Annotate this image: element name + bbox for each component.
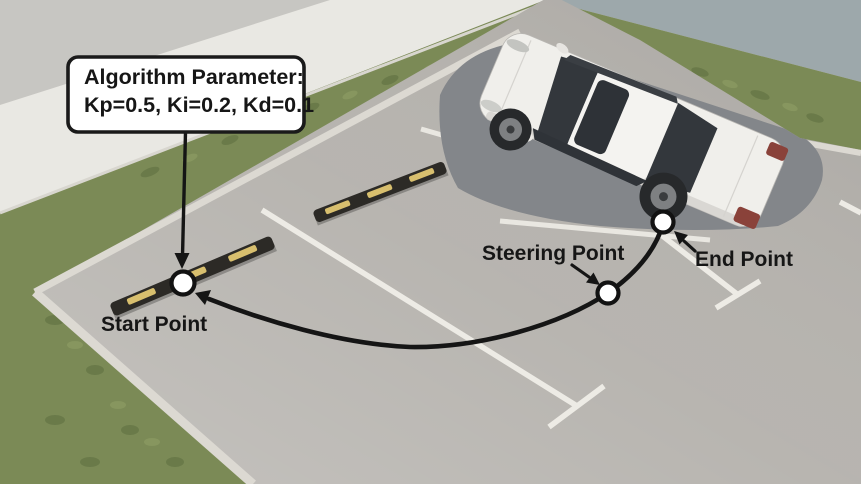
- label-start-point: Start Point: [101, 313, 207, 336]
- callout-leader-line: [180, 131, 188, 257]
- car-taillight-far: [766, 142, 789, 161]
- bay-line-right: [658, 231, 739, 297]
- car-sunroof: [574, 80, 630, 155]
- steering-label-arrow: [570, 263, 591, 279]
- end-label-arrowhead: [674, 231, 688, 245]
- bay-line-left-cap: [547, 383, 606, 430]
- bay-line-right-cap: [714, 278, 762, 311]
- car: [479, 33, 789, 229]
- callout-box: [66, 55, 306, 134]
- callout-title: Algorithm Parameter:: [84, 65, 304, 89]
- trajectory-arrowhead: [195, 290, 211, 305]
- wheel-stop-stripe: [126, 288, 156, 305]
- algorithm-parameter-callout: Algorithm Parameter: Kp=0.5, Ki=0.2, Kd=…: [66, 55, 314, 134]
- car-taillight-near: [733, 206, 761, 229]
- callout-leader-arrowhead: [174, 253, 190, 269]
- car-headlight-near: [480, 99, 502, 113]
- parking-lines: [260, 126, 861, 430]
- end-label-arrow: [682, 239, 697, 253]
- wheel-stop-stripe: [367, 184, 393, 198]
- wheel-stop-stripe: [325, 200, 351, 215]
- car-front-bumper-line: [496, 40, 532, 120]
- label-end-point: End Point: [695, 248, 793, 271]
- car-rear-window: [644, 102, 718, 193]
- aisle-line: [499, 218, 711, 243]
- wheel-stop-stripe: [228, 245, 258, 262]
- car-windshield: [537, 56, 600, 151]
- end-point-marker: [650, 209, 676, 235]
- callout-parameters: Kp=0.5, Ki=0.2, Kd=0.1: [84, 93, 314, 117]
- wheel-stop-stripe: [409, 168, 435, 182]
- curb-top-left: [33, 28, 522, 296]
- car-side-windows-near: [532, 128, 648, 187]
- wheel-stop-rear: [313, 162, 449, 226]
- trajectory-curve: [206, 221, 666, 350]
- bay-line-left: [260, 207, 579, 409]
- car-wheel-rear: [639, 172, 688, 221]
- car-trunk-line: [722, 135, 759, 217]
- car-side-windows-far: [564, 54, 678, 104]
- bay-line-edge: [838, 199, 861, 216]
- label-steering-point: Steering Point: [482, 242, 624, 265]
- steering-label-arrowhead: [586, 272, 600, 285]
- car-mirror-far: [556, 42, 569, 54]
- car-headlight-far: [506, 39, 530, 53]
- curb-bottom-left: [32, 288, 256, 484]
- steering-point-marker: [595, 280, 621, 306]
- start-point-marker: [169, 269, 197, 297]
- car-wheel-front: [489, 108, 532, 151]
